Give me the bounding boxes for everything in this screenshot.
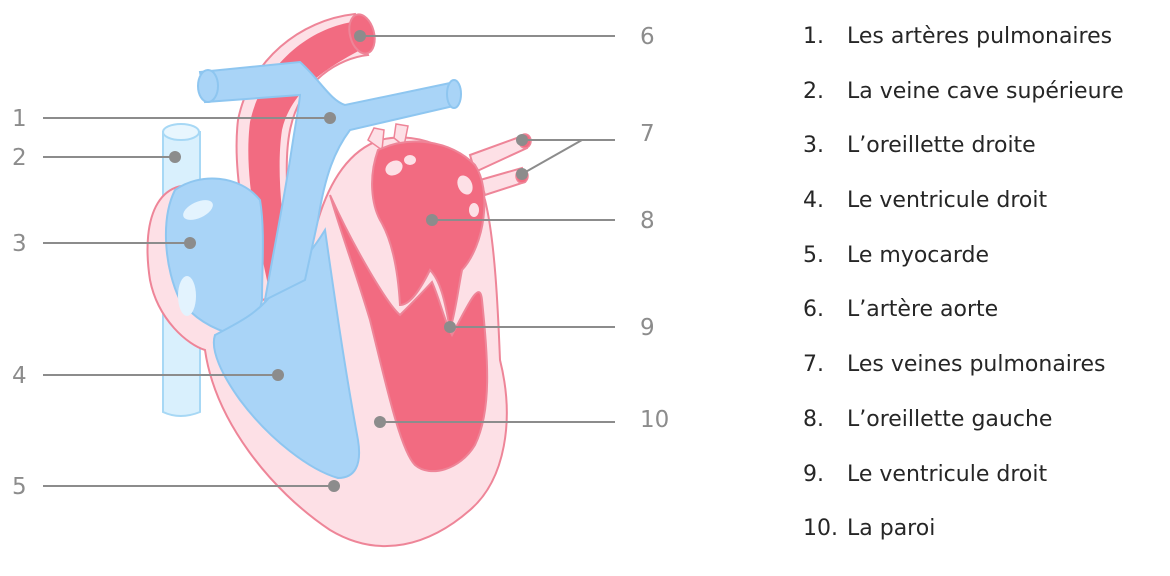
legend-list: 1.Les artères pulmonaires 2.La veine cav…	[803, 15, 1124, 562]
legend-item-label: La veine cave supérieure	[847, 70, 1124, 125]
callout-dot	[328, 480, 340, 492]
legend-item: 8.L’oreillette gauche	[803, 398, 1124, 453]
callout-dot	[354, 30, 366, 42]
legend-item: 6.L’artère aorte	[803, 288, 1124, 343]
callout-number: 4	[12, 363, 27, 389]
legend-item: 10.La paroi	[803, 507, 1124, 562]
legend-item-number: 6.	[803, 288, 847, 343]
legend-item-number: 4.	[803, 179, 847, 234]
callout-dot	[272, 369, 284, 381]
callout-number: 10	[640, 407, 669, 433]
callout-dot	[169, 151, 181, 163]
callout-number: 7	[640, 121, 655, 147]
callout-number: 8	[640, 208, 655, 234]
right-atrium-highlight	[178, 276, 196, 316]
legend-item-label: L’oreillette droite	[847, 124, 1036, 179]
legend-item-number: 10.	[803, 507, 847, 562]
callout-dot	[516, 168, 528, 180]
callout-number: 2	[12, 145, 27, 171]
legend-item: 3.L’oreillette droite	[803, 124, 1124, 179]
legend-item-number: 7.	[803, 343, 847, 398]
legend-item-label: La paroi	[847, 507, 935, 562]
legend-item: 9.Le ventricule droit	[803, 453, 1124, 508]
legend-item: 5.Le myocarde	[803, 234, 1124, 289]
legend-item: 2.La veine cave supérieure	[803, 70, 1124, 125]
legend-item-label: L’oreillette gauche	[847, 398, 1052, 453]
legend-item-label: Les veines pulmonaires	[847, 343, 1105, 398]
legend-item-label: Le ventricule droit	[847, 179, 1047, 234]
callout-dot	[516, 134, 528, 146]
legend-item-label: Le ventricule droit	[847, 453, 1047, 508]
legend-item-number: 5.	[803, 234, 847, 289]
legend-item-number: 1.	[803, 15, 847, 70]
legend-item-number: 2.	[803, 70, 847, 125]
callout-number: 1	[12, 106, 27, 132]
callout-dot	[374, 416, 386, 428]
callout-dot	[184, 237, 196, 249]
legend-item-label: L’artère aorte	[847, 288, 998, 343]
callout-number: 5	[12, 474, 27, 500]
callout-dot	[444, 321, 456, 333]
callout-number: 3	[12, 231, 27, 257]
legend-item-number: 3.	[803, 124, 847, 179]
legend-item-number: 9.	[803, 453, 847, 508]
callout-number: 9	[640, 315, 655, 341]
callout-dot	[324, 112, 336, 124]
callout-number: 6	[640, 24, 655, 50]
legend-item: 4.Le ventricule droit	[803, 179, 1124, 234]
legend-item: 1.Les artères pulmonaires	[803, 15, 1124, 70]
callout-dot	[426, 214, 438, 226]
legend-item: 7.Les veines pulmonaires	[803, 343, 1124, 398]
legend-item-label: Les artères pulmonaires	[847, 15, 1112, 70]
legend-item-number: 8.	[803, 398, 847, 453]
heart-diagram: 1 2 3 4 5 6 7 8 9 10	[0, 0, 700, 576]
legend-item-label: Le myocarde	[847, 234, 989, 289]
